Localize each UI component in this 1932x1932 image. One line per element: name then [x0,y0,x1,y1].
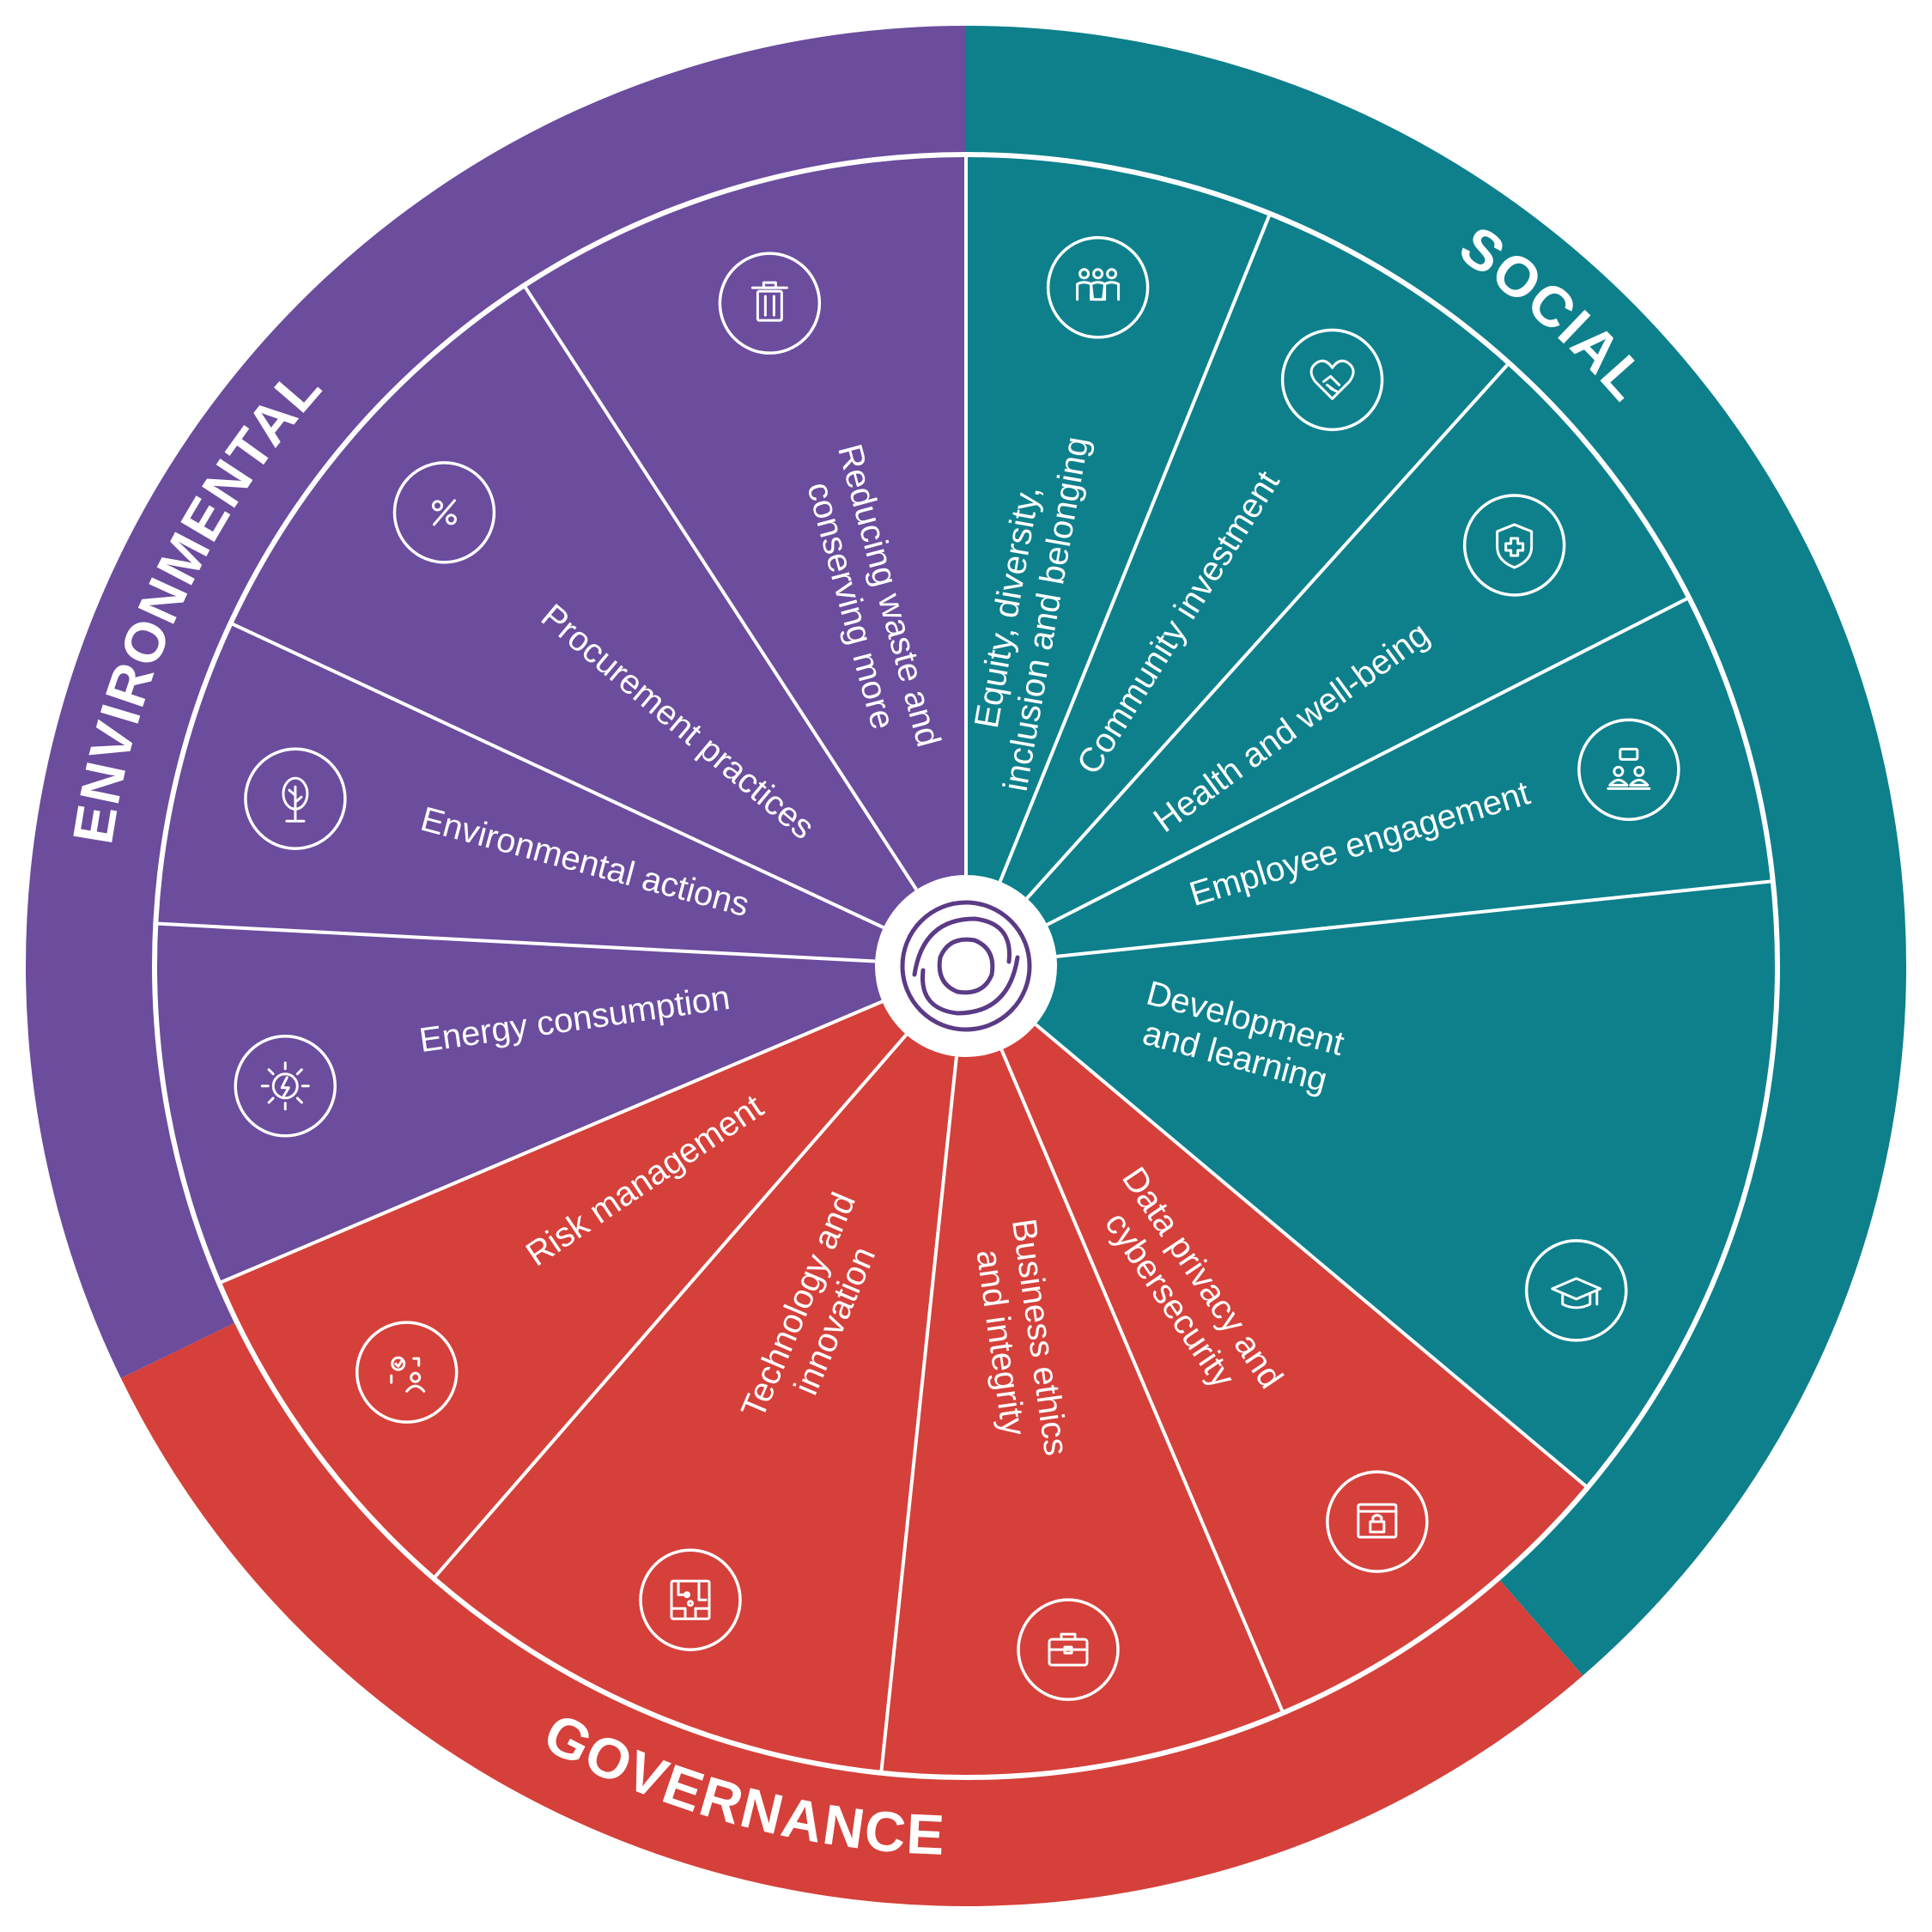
sector-environmental-actions [158,623,884,962]
sector-divider [1034,1023,1589,1489]
people-chat-icon [1577,718,1680,822]
swirl-logo-icon [900,900,1032,1032]
sector-divider [1056,879,1774,958]
risk-person-icon [355,1321,459,1424]
sector-divider [155,921,876,963]
sector-technology-innovation [434,1034,957,1771]
percent-icon [392,461,496,564]
lock-window-icon [1326,1470,1429,1573]
sector-risk-management [221,1001,907,1577]
sector-procurement [233,287,917,928]
graduation-cap-icon [1525,1239,1628,1342]
heart-handshake-icon [1280,328,1384,432]
sector-divider [879,1056,958,1774]
sector-energy-consumption [157,923,883,1283]
sector-divider [998,213,1272,883]
sector-divider [522,284,918,891]
shield-cross-icon [1462,494,1566,597]
sector-divider [999,1048,1285,1714]
briefcase-icon [1017,1598,1120,1701]
sector-divider [218,999,884,1285]
sector-business-ethics [881,1049,1283,1775]
sector-dividers [155,155,1774,1774]
sector-equity-diversity [966,157,1269,882]
sector-divider [432,1033,908,1580]
circuit-board-icon [639,1548,742,1651]
topic-icons [234,236,1680,1701]
sector-employee-engagement [1047,598,1771,957]
center-hub [875,875,1057,1057]
topic-sectors [157,157,1775,1775]
sector-divider [1046,596,1690,927]
sector-divider [229,621,884,930]
sector-data-privacy [1001,1024,1586,1711]
sector-health-wellbeing [1026,364,1687,925]
trash-icon [718,252,822,355]
sector-development-learning [1036,881,1775,1486]
tree-icon [244,747,347,851]
sector-reducing-waste [525,157,966,890]
group-people-icon [1046,236,1150,339]
energy-bulb-icon [234,1035,337,1138]
sector-divider [1025,361,1510,900]
